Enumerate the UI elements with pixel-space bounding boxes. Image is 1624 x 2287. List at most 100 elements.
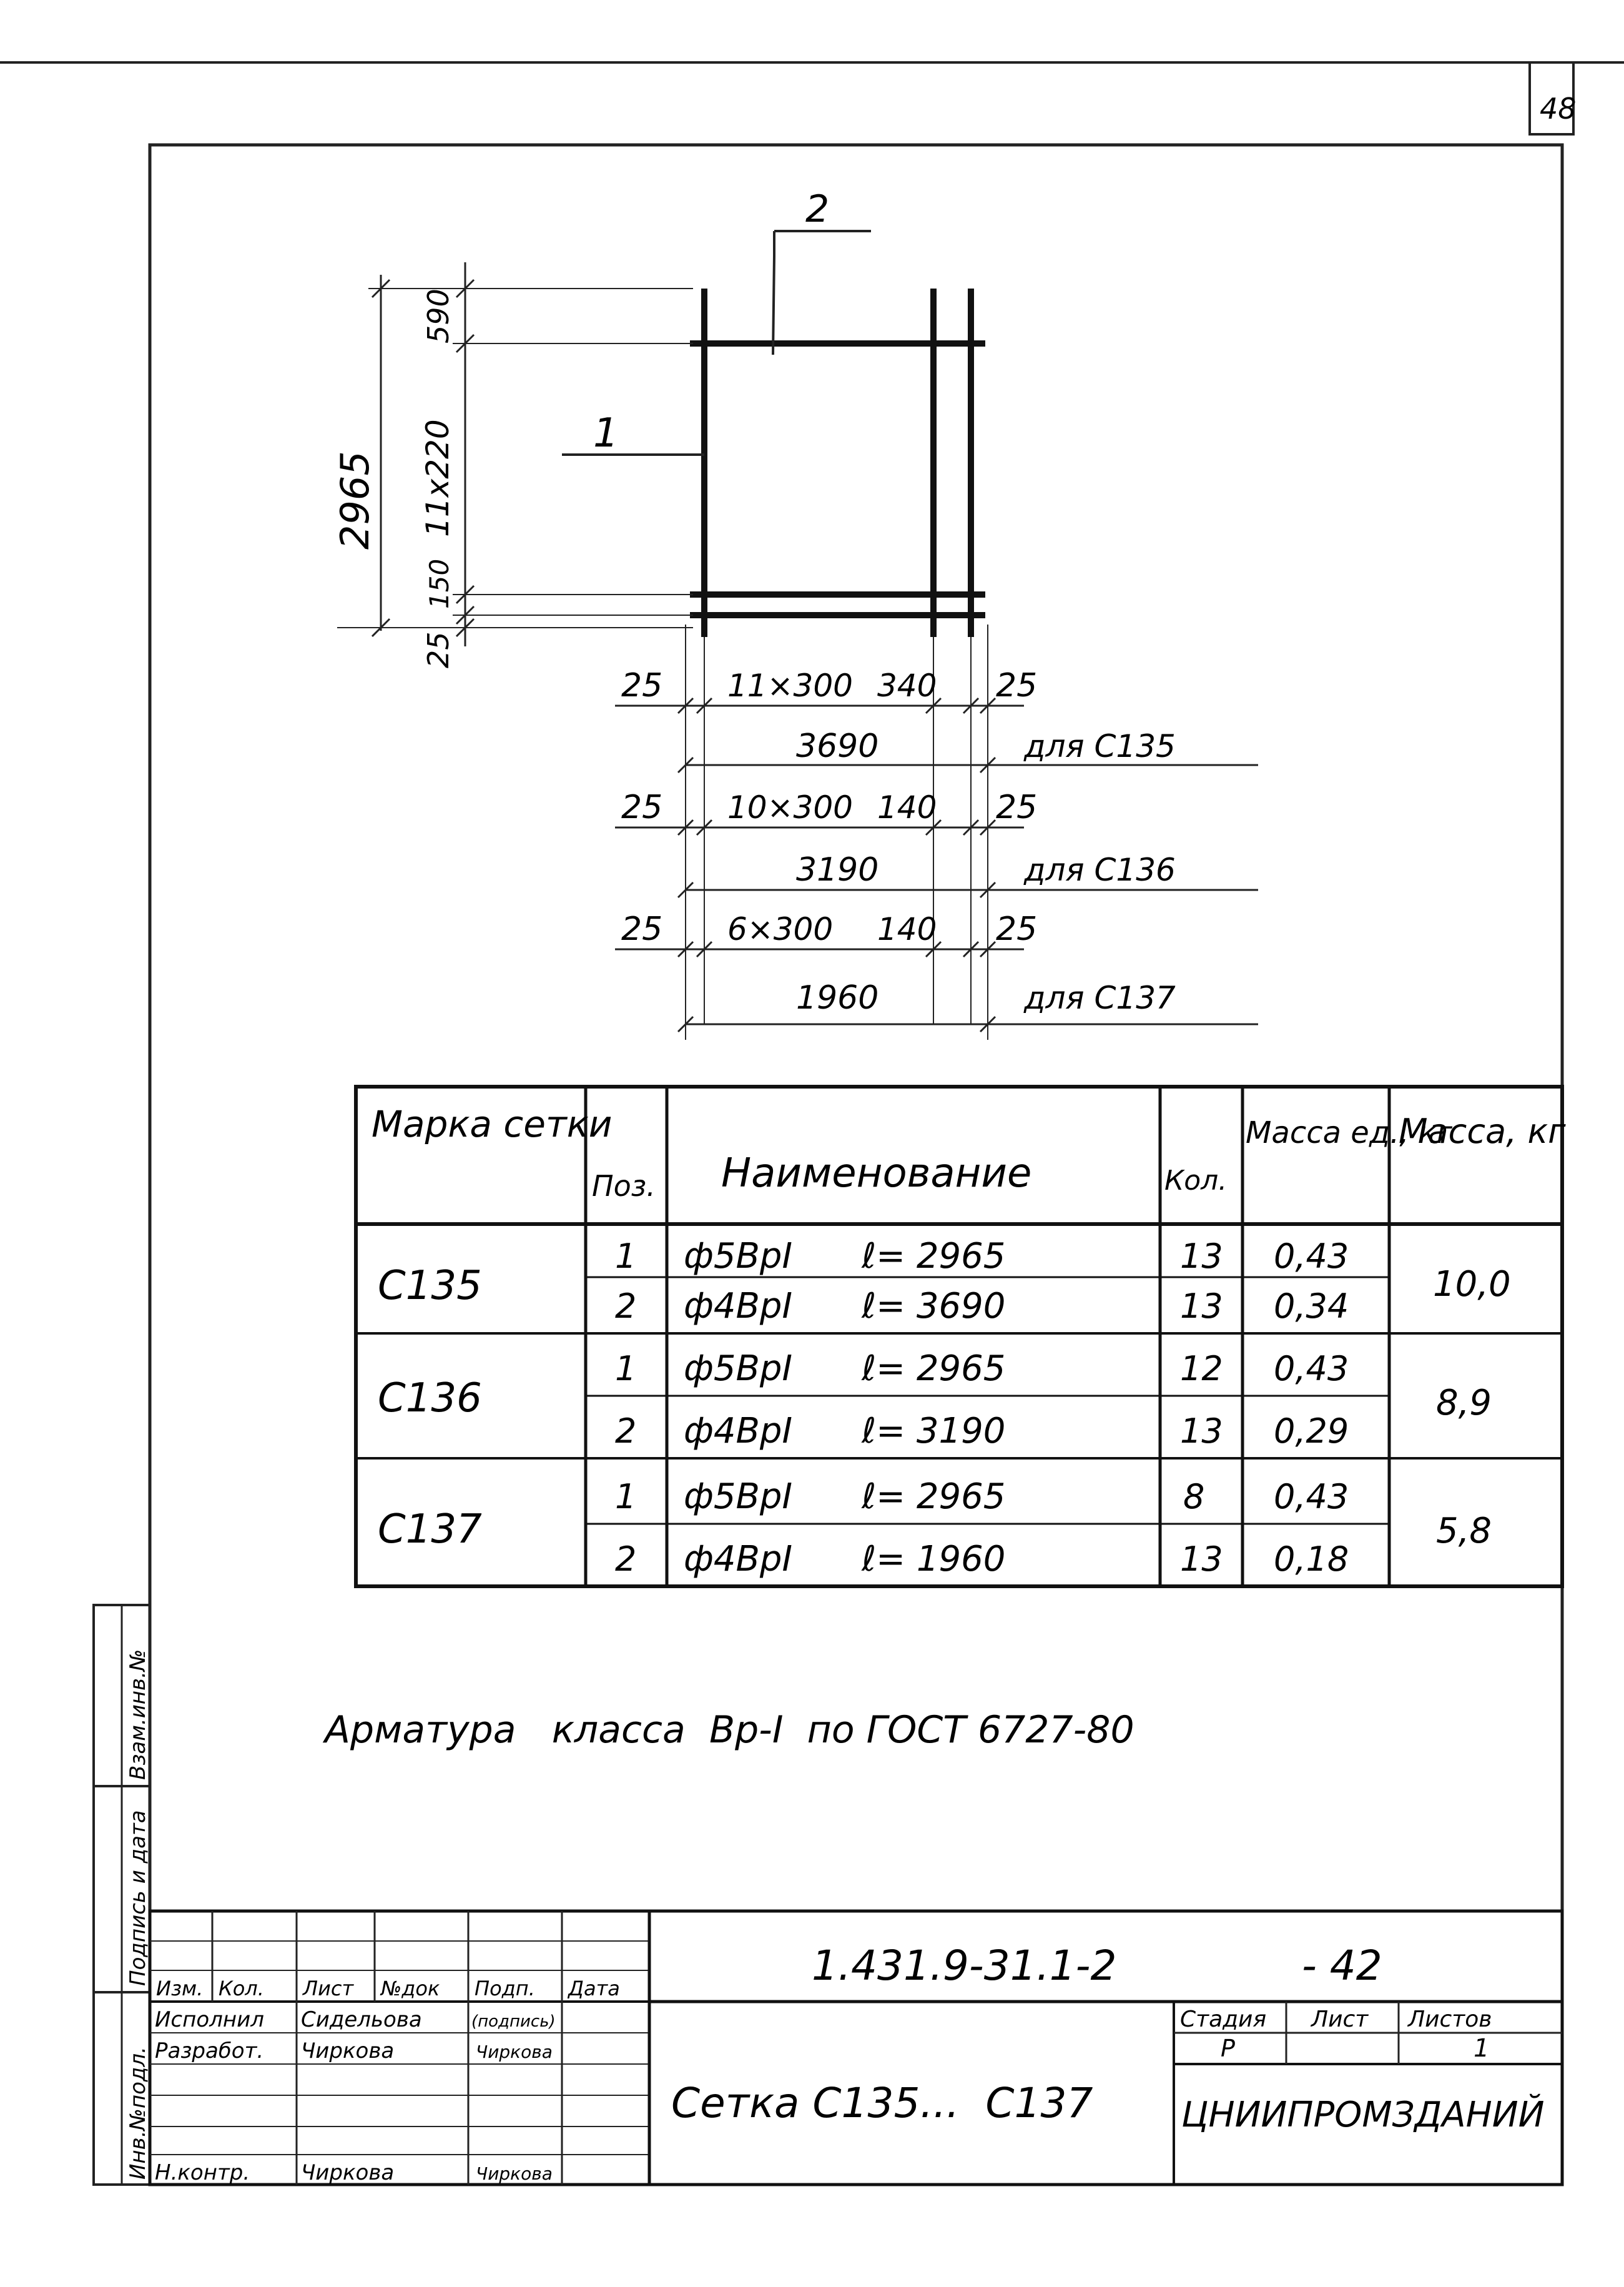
g1-total: 10,0 bbox=[1433, 1264, 1511, 1305]
g3-r2-mass: 0,18 bbox=[1274, 1539, 1349, 1579]
g2-total: 8,9 bbox=[1436, 1383, 1492, 1423]
tb-org: ЦНИИПРОМЗДАНИЙ bbox=[1181, 2095, 1545, 2135]
dim-height-mid: 11x220 bbox=[420, 419, 456, 537]
dim-r3-mid: 6×300 bbox=[727, 911, 833, 947]
title-block: Изм. Кол. Лист №док Подп. Дата Исполнил … bbox=[148, 1909, 1564, 2186]
g1-r2-pos: 2 bbox=[615, 1287, 636, 1326]
dim-r3-total: 1960 bbox=[796, 979, 878, 1017]
g2-r2-bar: ф4ВрI bbox=[684, 1411, 792, 1451]
dim-r2-left: 25 bbox=[621, 789, 662, 826]
dim-r1-mid: 11×300 bbox=[727, 668, 853, 704]
g3-r1-pos: 1 bbox=[615, 1477, 636, 1516]
g2-r2-len: ℓ= 3190 bbox=[861, 1411, 1005, 1451]
tb-sheet-code: - 42 bbox=[1302, 1942, 1382, 1990]
mark-c137: С137 bbox=[378, 1506, 482, 1553]
g1-r1-mass: 0,43 bbox=[1274, 1237, 1349, 1276]
tb-col-podp: Подп. bbox=[475, 1977, 535, 2000]
tb-col-date: Дата bbox=[567, 1977, 620, 2000]
g1-r2-mass: 0,34 bbox=[1274, 1287, 1349, 1326]
tb-stage: Р bbox=[1221, 2035, 1235, 2062]
dim-r1-step: 340 bbox=[877, 668, 937, 704]
tb-role-5: Н.контр. bbox=[155, 2160, 250, 2185]
g1-r2-len: ℓ= 3690 bbox=[861, 1286, 1005, 1326]
dim-height-top: 590 bbox=[421, 289, 455, 343]
page-number: 48 bbox=[1540, 92, 1577, 126]
tb-name-2: Чиркова bbox=[301, 2038, 394, 2063]
g2-r2-mass: 0,29 bbox=[1274, 1411, 1349, 1451]
g2-r2-qty: 13 bbox=[1180, 1411, 1223, 1451]
th-total-mass: Масса, кг bbox=[1399, 1112, 1566, 1151]
g2-r1-pos: 1 bbox=[615, 1349, 636, 1388]
tb-doc-code: 1.431.9-31.1-2 bbox=[812, 1942, 1117, 1990]
g1-r2-qty: 13 bbox=[1180, 1287, 1223, 1326]
tb-title: Сетка С135... С137 bbox=[671, 2079, 1093, 2127]
g3-r2-qty: 13 bbox=[1180, 1539, 1223, 1579]
dim-height-total: 2965 bbox=[332, 451, 378, 550]
g2-r1-mass: 0,43 bbox=[1274, 1349, 1349, 1388]
stamp-sign-date: Подпись и дата bbox=[125, 1810, 150, 1986]
g3-r1-len: ℓ= 2965 bbox=[861, 1476, 1005, 1517]
g1-r1-bar: ф5ВрI bbox=[684, 1236, 792, 1277]
g3-r2-pos: 2 bbox=[615, 1539, 636, 1579]
g3-r1-bar: ф5ВрI bbox=[684, 1476, 792, 1517]
g1-r1-qty: 13 bbox=[1180, 1237, 1223, 1276]
leader-pos-2 bbox=[772, 231, 775, 355]
dim-r2-step: 140 bbox=[877, 789, 937, 826]
tb-role-1: Исполнил bbox=[155, 2007, 264, 2032]
tb-role-2: Разработ. bbox=[155, 2038, 263, 2063]
mark-c135: С135 bbox=[378, 1263, 482, 1309]
label-pos-2: 2 bbox=[805, 187, 829, 231]
dim-r2-total: 3190 bbox=[796, 851, 878, 889]
dim-r2-mid: 10×300 bbox=[727, 789, 853, 826]
tb-col-kol: Кол. bbox=[219, 1977, 264, 2000]
dim-r2-note: для С136 bbox=[1023, 852, 1176, 888]
g3-r1-mass: 0,43 bbox=[1274, 1477, 1349, 1516]
tb-sheets: 1 bbox=[1474, 2034, 1489, 2063]
mark-c136: С136 bbox=[378, 1375, 482, 1421]
th-name: Наименование bbox=[721, 1150, 1031, 1197]
g2-r1-qty: 12 bbox=[1180, 1349, 1223, 1388]
tb-col-doc: №док bbox=[380, 1977, 440, 2000]
side-stamp: Инв.№подл. Подпись и дата Взам.инв.№ bbox=[92, 1604, 151, 2186]
g2-r2-pos: 2 bbox=[615, 1411, 636, 1451]
dim-r1-left: 25 bbox=[621, 667, 662, 704]
g3-total: 5,8 bbox=[1436, 1511, 1492, 1551]
dim-r1-right: 25 bbox=[996, 667, 1037, 704]
spec-table: Марка сетки Поз. Наименование Кол. Масса… bbox=[354, 1085, 1566, 1588]
page-number-box bbox=[1528, 61, 1575, 136]
g3-r1-qty: 8 bbox=[1183, 1477, 1204, 1516]
g2-r1-len: ℓ= 2965 bbox=[861, 1348, 1005, 1389]
tb-col-list: Лист bbox=[302, 1977, 354, 2000]
stamp-inv-orig: Инв.№подл. bbox=[125, 2047, 150, 2180]
dim-r3-note: для С137 bbox=[1023, 980, 1176, 1016]
tb-sign-5: Чиркова bbox=[476, 2163, 553, 2184]
rebar-note: Арматура класса Вр-I по ГОСТ 6727-80 bbox=[322, 1708, 1134, 1752]
g3-r2-len: ℓ= 1960 bbox=[861, 1539, 1005, 1579]
mesh-drawing: 2 1 2965 590 11x220 150 25 bbox=[332, 187, 1258, 1040]
tb-sign-2: Чиркова bbox=[476, 2042, 553, 2062]
tb-sheet-label: Лист bbox=[1310, 2007, 1369, 2032]
th-pos: Поз. bbox=[592, 1169, 656, 1203]
th-unit-mass: Масса ед., кг bbox=[1246, 1115, 1453, 1150]
th-mark: Марка сетки bbox=[372, 1103, 613, 1145]
tb-sign-1: (подпись) bbox=[471, 2012, 556, 2031]
label-pos-1: 1 bbox=[593, 410, 619, 457]
tb-col-izm: Изм. bbox=[156, 1977, 203, 2000]
g1-r1-len: ℓ= 2965 bbox=[861, 1236, 1005, 1277]
g1-r2-bar: ф4ВрI bbox=[684, 1286, 792, 1326]
dim-r3-left: 25 bbox=[621, 911, 662, 948]
dim-height-low: 150 bbox=[424, 559, 455, 609]
tb-name-1: Сидельова bbox=[301, 2007, 422, 2032]
g3-r2-bar: ф4ВрI bbox=[684, 1539, 792, 1579]
dim-r3-step: 140 bbox=[877, 911, 937, 947]
tb-stage-label: Стадия bbox=[1180, 2007, 1266, 2032]
tb-name-5: Чиркова bbox=[301, 2160, 394, 2185]
g1-r1-pos: 1 bbox=[615, 1237, 636, 1276]
g2-r1-bar: ф5ВрI bbox=[684, 1348, 792, 1389]
dim-r2-right: 25 bbox=[996, 789, 1037, 826]
dim-r1-total: 3690 bbox=[796, 728, 878, 765]
dim-r3-right: 25 bbox=[996, 911, 1037, 948]
stamp-replace-inv: Взам.инв.№ bbox=[125, 1649, 150, 1780]
dim-r1-note: для С135 bbox=[1023, 728, 1176, 764]
